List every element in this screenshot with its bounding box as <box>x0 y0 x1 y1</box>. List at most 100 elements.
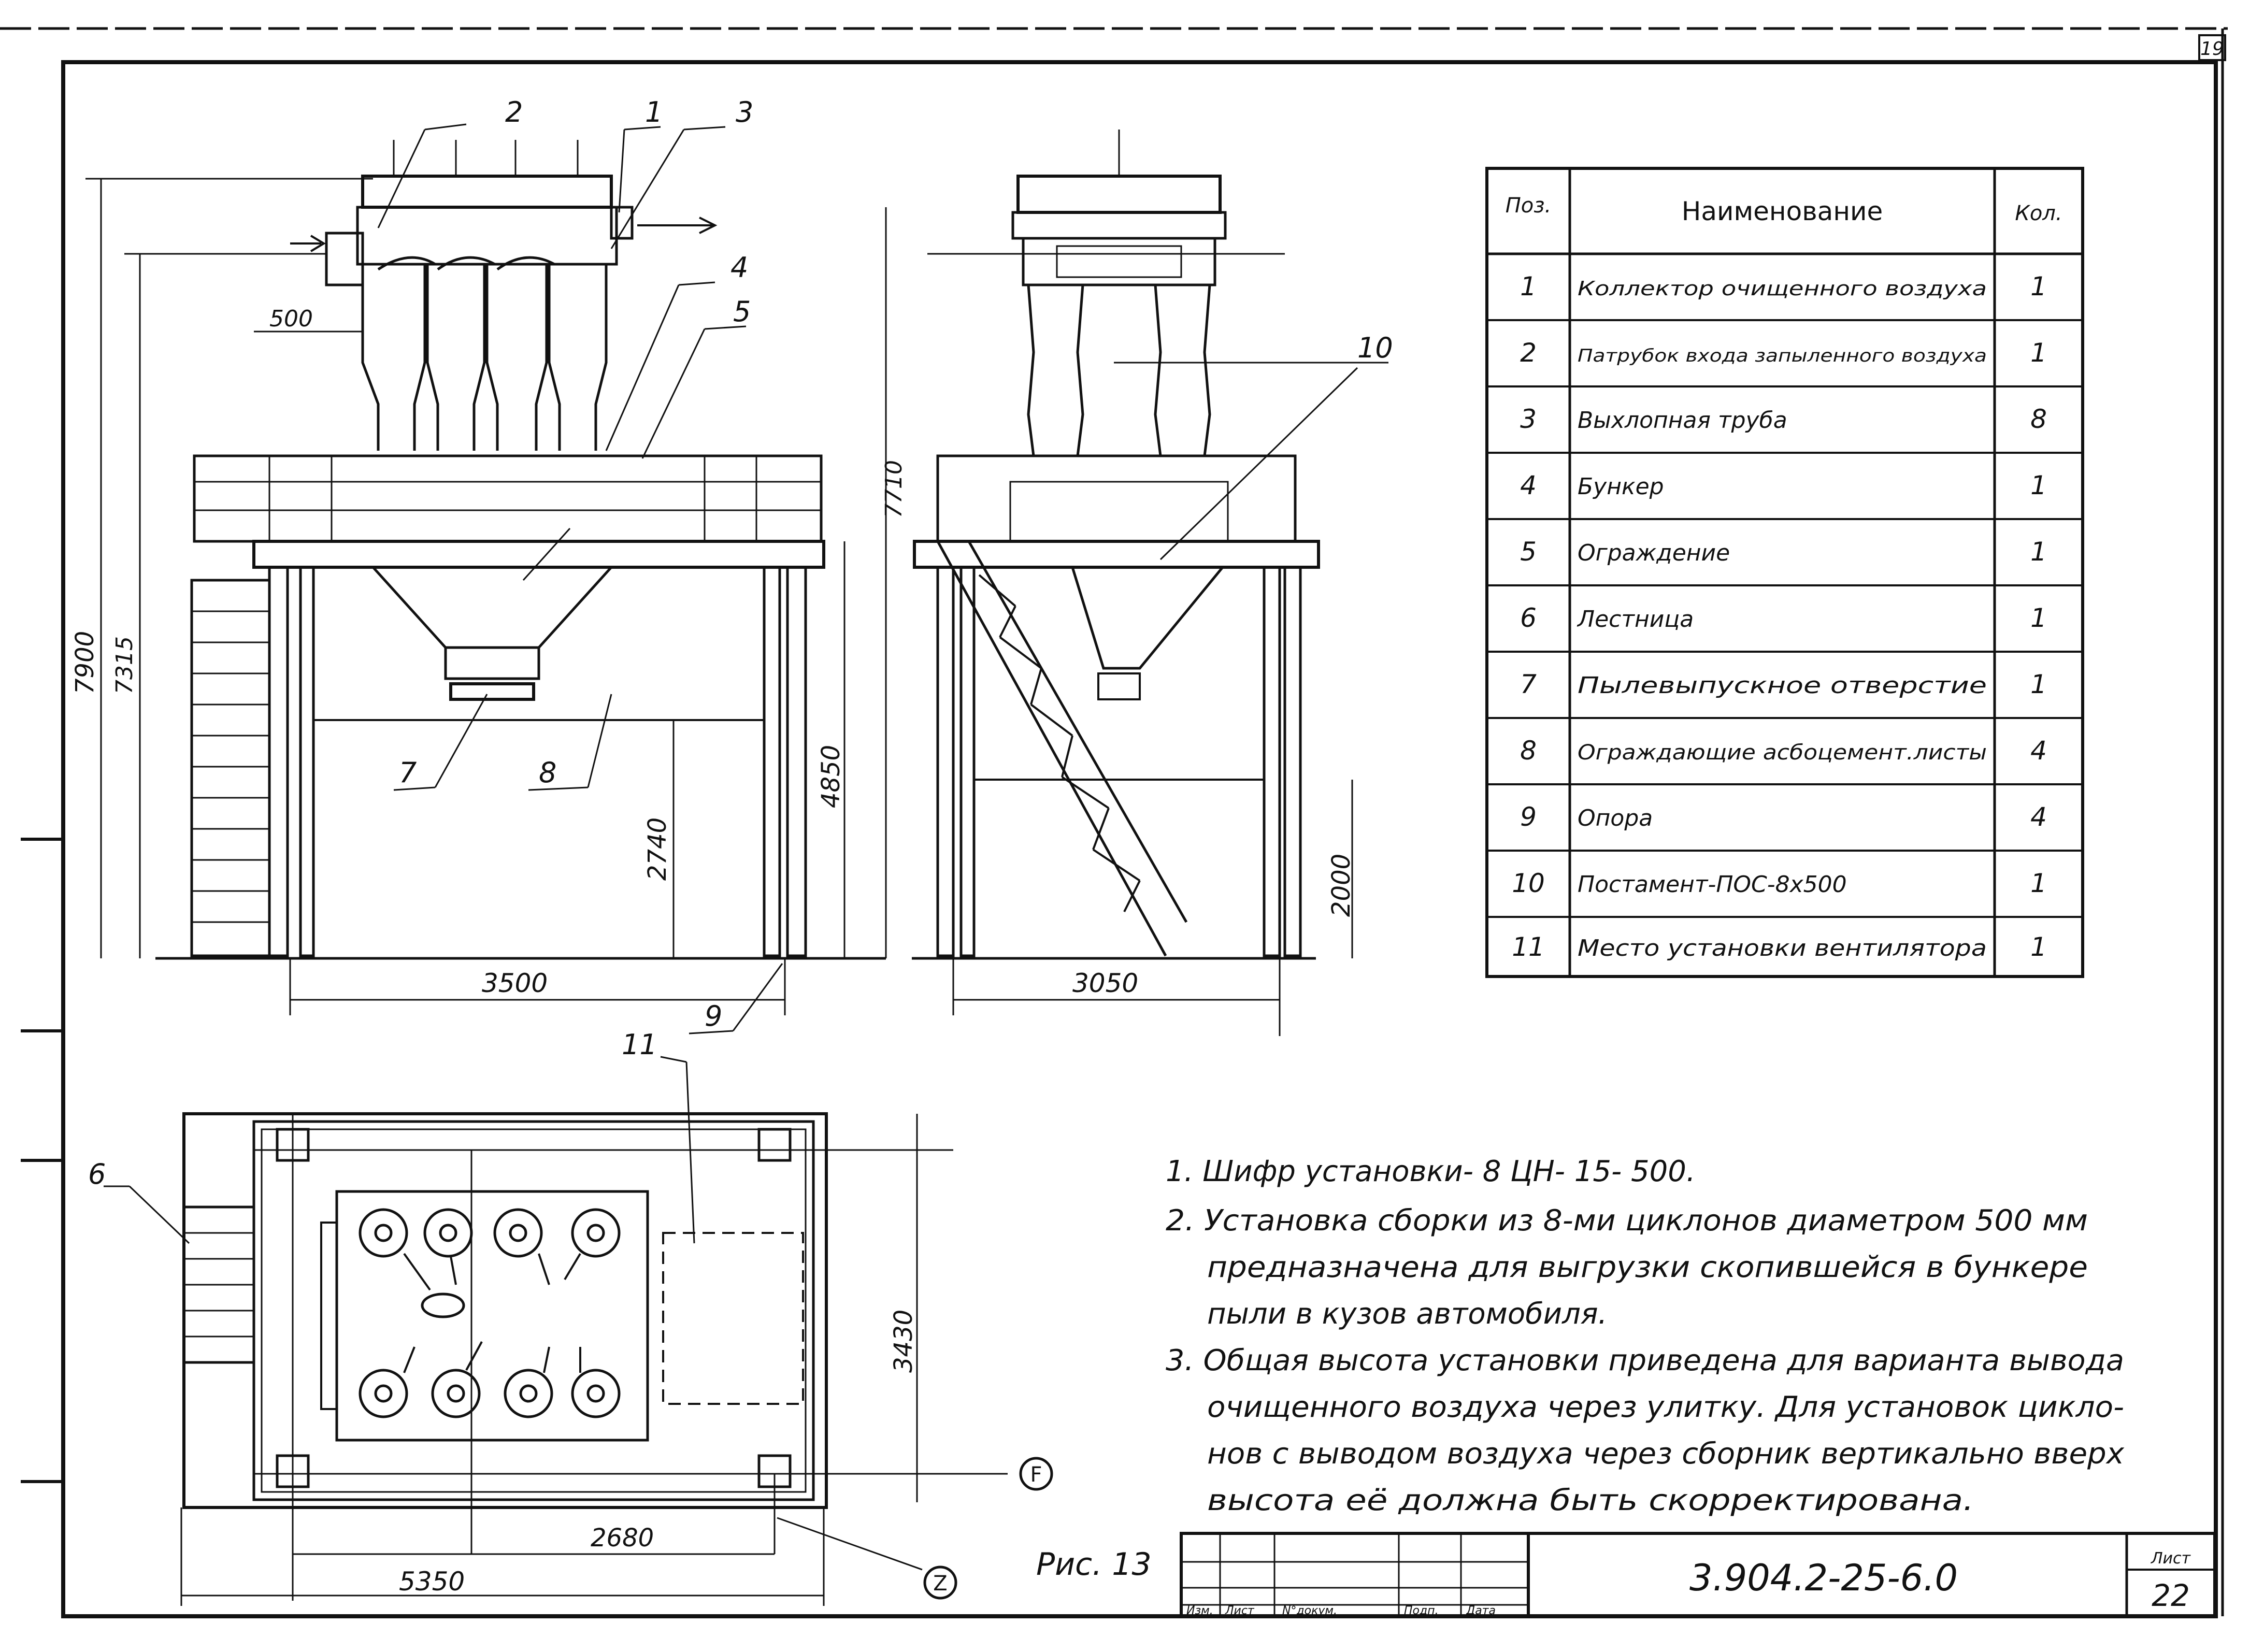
doc-code: 3.904.2-25-6.0 <box>1689 1557 1958 1599</box>
row-qty: 8 <box>2030 404 2047 434</box>
title-col-sign: Подп. <box>1404 1604 1439 1617</box>
plan-axes <box>104 1056 1008 1606</box>
legs-side <box>936 566 1302 957</box>
sheet-frame <box>0 27 2228 1618</box>
figure-caption: Рис. 13 <box>1036 1546 1152 1583</box>
note-line: очищенного воздуха через улитку. Для уст… <box>1207 1390 2124 1424</box>
row-name: Опора <box>1578 805 1653 831</box>
spec-table <box>1485 167 2084 978</box>
callout-7: 7 <box>399 756 417 789</box>
row-pos: 8 <box>1520 736 1537 766</box>
row-name: Место установки вентилятора <box>1578 935 1987 961</box>
table-header-pos: Поз. <box>1506 194 1552 218</box>
ladder-front <box>190 579 271 957</box>
table-row: 4 Бункер 1 <box>1520 470 2047 500</box>
dim-3050: 3050 <box>1072 968 1138 998</box>
axis-marker-f: F <box>1030 1463 1042 1487</box>
row-pos: 10 <box>1512 868 1545 898</box>
row-pos: 7 <box>1520 669 1537 699</box>
table-row: 7 Пылевыпускное отверстие 1 <box>1520 669 2047 699</box>
table-row: 8 Ограждающие асбоцемент.листы 4 <box>1520 736 2047 766</box>
front-dimensions <box>85 178 887 1015</box>
side-dimensions <box>927 253 1388 1036</box>
sheet-number: 22 <box>2152 1578 2190 1613</box>
note-line: нов с выводом воздуха через сборник верт… <box>1207 1437 2125 1471</box>
dim-7900: 7900 <box>70 631 99 694</box>
dim-2000: 2000 <box>1327 854 1356 917</box>
row-qty: 4 <box>2030 802 2047 832</box>
callout-5: 5 <box>733 295 751 328</box>
table-row: 3 Выхлопная труба 8 <box>1520 404 2047 434</box>
note-line: 3. Общая высота установки приведена для … <box>1166 1344 2124 1377</box>
row-name: Пылевыпускное отверстие <box>1578 672 1987 699</box>
row-qty: 1 <box>2030 603 2047 633</box>
row-qty: 1 <box>2030 537 2047 567</box>
dim-3500: 3500 <box>482 968 548 998</box>
row-qty: 1 <box>2030 868 2047 898</box>
stair-side <box>936 540 1188 957</box>
dim-4850: 4850 <box>816 745 846 808</box>
sheet-label: Лист <box>2151 1549 2191 1568</box>
callout-1: 1 <box>645 96 663 128</box>
table-row: 6 Лестница 1 <box>1520 603 2047 633</box>
callout-8: 8 <box>539 756 556 789</box>
fence-front <box>193 454 825 569</box>
row-qty: 1 <box>2030 470 2047 500</box>
callout-2: 2 <box>505 96 523 128</box>
row-name: Лестница <box>1577 606 1694 633</box>
cyclone-plan-group <box>359 1208 621 1418</box>
row-name: Бункер <box>1578 473 1664 500</box>
dim-inlet: 500 <box>269 306 313 332</box>
row-pos: 3 <box>1520 404 1537 434</box>
row-name: Ограждающие асбоцемент.листы <box>1578 741 1987 765</box>
row-pos: 11 <box>1512 932 1545 962</box>
row-qty: 4 <box>2030 736 2047 766</box>
row-name: Постамент-ПОС-8х500 <box>1578 871 1847 898</box>
cyclones-side <box>1011 130 1227 456</box>
row-name: Ограждение <box>1578 540 1730 566</box>
table-header-name: Наименование <box>1682 196 1883 226</box>
callout-9: 9 <box>705 1000 722 1032</box>
callout-6: 6 <box>88 1158 106 1190</box>
row-qty: 1 <box>2030 338 2047 368</box>
note-line: 2. Установка сборки из 8-ми циклонов диа… <box>1166 1204 2088 1238</box>
row-qty: 1 <box>2030 271 2047 301</box>
note-line: 1. Шифр установки- 8 ЦН- 15- 500. <box>1166 1155 1696 1188</box>
title-col-doc: N°докум. <box>1282 1604 1337 1617</box>
cyclones-front <box>325 140 634 451</box>
hopper-front <box>372 566 612 649</box>
row-pos: 9 <box>1520 802 1537 832</box>
note-line: предназначена для выгрузки скопившейся в… <box>1207 1251 2088 1284</box>
row-pos: 6 <box>1520 603 1537 633</box>
row-qty: 1 <box>2030 669 2047 699</box>
title-col-date: Дата <box>1466 1604 1496 1617</box>
table-row: 10 Постамент-ПОС-8х500 1 <box>1512 868 2047 898</box>
dim-5350: 5350 <box>399 1567 465 1597</box>
row-pos: 4 <box>1520 470 1537 500</box>
note-line: пыли в кузов автомобиля. <box>1207 1297 1607 1331</box>
callout-3: 3 <box>736 96 753 128</box>
side-view <box>912 130 1388 1036</box>
dim-7710: 7710 <box>881 460 907 518</box>
sheet-corner-number: 19 <box>2200 38 2224 60</box>
row-qty: 1 <box>2030 932 2047 962</box>
table-row: 1 Коллектор очищенного воздуха 1 <box>1520 271 2047 301</box>
row-pos: 2 <box>1520 338 1537 368</box>
row-pos: 5 <box>1520 537 1537 567</box>
row-name: Патрубок входа запыленного воздуха <box>1578 346 1987 366</box>
table-row: 5 Ограждение 1 <box>1520 537 2047 567</box>
table-row: 11 Место установки вентилятора 1 <box>1512 932 2047 962</box>
table-row: 9 Опора 4 <box>1520 802 2047 832</box>
axis-marker-z: Z <box>933 1572 947 1596</box>
row-name: Выхлопная труба <box>1578 407 1787 434</box>
note-line: высота её должна быть скорректирована. <box>1207 1484 1974 1517</box>
dim-7315: 7315 <box>111 636 138 694</box>
dim-2740: 2740 <box>643 817 672 881</box>
front-leaders <box>377 123 783 1035</box>
callout-4: 4 <box>730 251 748 284</box>
row-pos: 1 <box>1520 271 1537 301</box>
front-view <box>85 123 887 1035</box>
title-col-list: Лист <box>1225 1604 1255 1617</box>
table-row: 2 Патрубок входа запыленного воздуха 1 <box>1520 338 2047 368</box>
